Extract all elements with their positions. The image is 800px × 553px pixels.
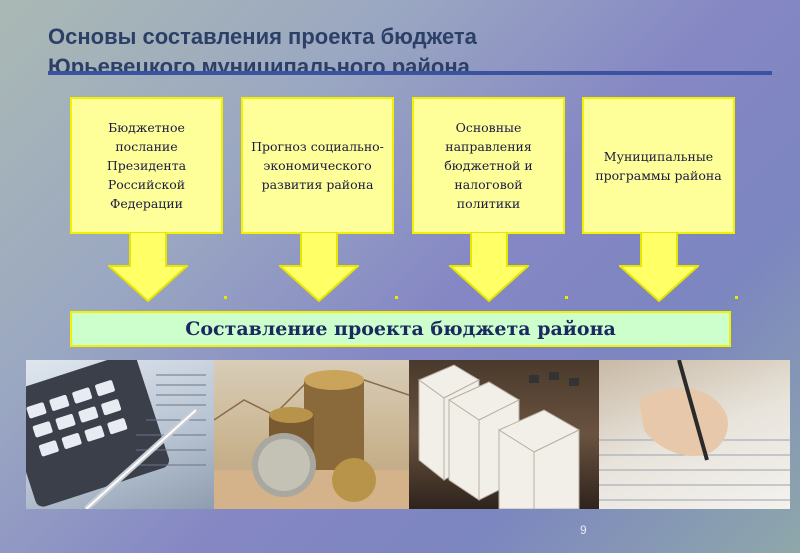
down-arrow-icon (619, 232, 699, 302)
box-municipal-programs: Муниципальные программы района (582, 97, 735, 234)
box-label: Основные направления бюджетной и налогов… (434, 118, 544, 213)
result-label: Составление проекта бюджета района (185, 318, 616, 340)
title-line-1: Основы составления проекта бюджета (48, 22, 768, 52)
dot-marker (395, 296, 398, 299)
box-socio-economic-forecast: Прогноз социально-экономического развити… (241, 97, 394, 234)
page-number: 9 (580, 523, 587, 537)
down-arrow-icon (279, 232, 359, 302)
box-president-address: Бюджетное послание Президента Российской… (70, 97, 223, 234)
dot-marker (735, 296, 738, 299)
box-budget-tax-policy: Основные направления бюджетной и налогов… (412, 97, 565, 234)
title-underline (48, 71, 772, 75)
down-arrow-icon (449, 232, 529, 302)
calculator-photo (26, 360, 214, 509)
coins-photo (214, 360, 409, 509)
box-label: Муниципальные программы района (586, 147, 731, 185)
budget-boxes-photo (409, 360, 599, 509)
box-label: Бюджетное послание Президента Российской… (99, 118, 194, 213)
box-label: Прогноз социально-экономического развити… (245, 137, 390, 194)
slide-title: Основы составления проекта бюджета Юрьев… (48, 22, 768, 74)
writing-hand-photo (599, 360, 790, 509)
result-box: Составление проекта бюджета района (70, 311, 731, 347)
down-arrow-icon (108, 232, 188, 302)
dot-marker (565, 296, 568, 299)
dot-marker (224, 296, 227, 299)
photo-strip (26, 360, 790, 509)
